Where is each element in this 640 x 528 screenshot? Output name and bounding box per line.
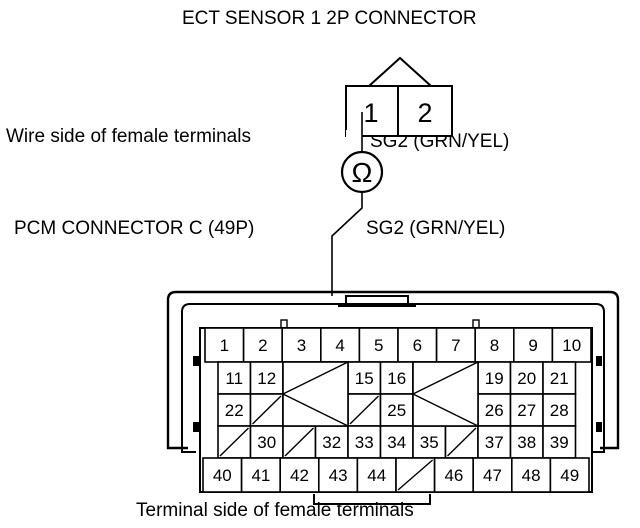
- blank-cavity: [282, 361, 349, 427]
- blank-cavity-diagonal: [282, 361, 349, 395]
- pcm-terminal-40: 40: [213, 466, 232, 485]
- pcm-terminal-27: 27: [517, 401, 536, 420]
- ohm-icon: Ω: [352, 157, 373, 188]
- pcm-terminal-cell: [249, 361, 284, 395]
- pcm-terminal-8: 8: [490, 336, 499, 355]
- pcm-terminal-cell: [317, 457, 359, 493]
- pcm-terminal-cell: [512, 327, 554, 363]
- pcm-terminal-30: 30: [257, 433, 276, 452]
- ohmmeter-symbol: [340, 150, 384, 194]
- pcm-terminal-42: 42: [290, 466, 309, 485]
- sg2-wire-label-bottom: SG2 (GRN/YEL): [366, 218, 505, 239]
- pcm-terminal-cell: [472, 457, 513, 493]
- pcm-terminal-2: 2: [258, 336, 267, 355]
- pcm-terminal-cell: [249, 425, 284, 459]
- pcm-terminal-cell: [551, 327, 592, 363]
- pcm-terminal-cell: [477, 425, 512, 459]
- pcm-terminal-41: 41: [251, 466, 270, 485]
- pcm-terminal-49: 49: [560, 466, 579, 485]
- pcm-terminal-cell: [347, 425, 382, 459]
- pcm-49p-connector: 1234567891011121516171819202122242526272…: [166, 290, 620, 505]
- pcm-terminal-cell: [314, 425, 349, 459]
- pcm-terminal-4: 4: [335, 336, 344, 355]
- empty-terminal-mark: [397, 459, 434, 491]
- pcm-terminal-12: 12: [257, 369, 276, 388]
- pcm-terminal-19: 19: [485, 369, 504, 388]
- pcm-terminal-25: 25: [387, 401, 406, 420]
- pcm-terminal-39: 39: [550, 433, 569, 452]
- pcm-terminal-grid: 1234567891011121516171819202122242526272…: [202, 327, 592, 493]
- blank-cavity-diagonal: [282, 393, 349, 427]
- empty-terminal-mark: [349, 395, 379, 425]
- empty-terminal-mark: [252, 395, 282, 425]
- blank-cavity-diagonal: [412, 361, 479, 395]
- pcm-terminal-35: 35: [420, 433, 439, 452]
- pcm-terminal-5: 5: [374, 336, 383, 355]
- pcm-terminal-cell: [242, 327, 284, 363]
- pcm-terminal-3: 3: [297, 336, 306, 355]
- pcm-terminal-6: 6: [413, 336, 422, 355]
- pcm-terminal-33: 33: [355, 433, 374, 452]
- pcm-terminal-cell: [510, 457, 552, 493]
- pcm-connector-title: PCM CONNECTOR C (49P): [14, 218, 254, 239]
- wire-side-label: Wire side of female terminals: [6, 126, 251, 147]
- pcm-terminal-21: 21: [550, 369, 569, 388]
- pcm-terminal-44: 44: [367, 466, 386, 485]
- ect-connector-title: ECT SENSOR 1 2P CONNECTOR: [182, 8, 477, 29]
- pcm-terminal-cell: [542, 361, 577, 395]
- pcm-terminal-47: 47: [483, 466, 502, 485]
- pcm-terminal-48: 48: [522, 466, 541, 485]
- pcm-terminal-9: 9: [528, 336, 537, 355]
- pcm-terminal-37: 37: [485, 433, 504, 452]
- pcm-terminal-10: 10: [562, 336, 581, 355]
- pcm-terminal-cell: [379, 393, 414, 427]
- empty-terminal-mark: [219, 427, 249, 457]
- pcm-terminal-cell: [549, 457, 590, 493]
- pcm-terminal-46: 46: [444, 466, 463, 485]
- pcm-terminal-cell: [217, 393, 252, 427]
- pcm-terminal-20: 20: [517, 369, 536, 388]
- pcm-terminal-16: 16: [387, 369, 406, 388]
- pcm-terminal-1: 1: [220, 336, 229, 355]
- ohmmeter-probe: Ω: [331, 112, 384, 296]
- pcm-terminal-cell: [204, 327, 245, 363]
- pcm-terminal-11: 11: [225, 369, 243, 388]
- pcm-terminal-28: 28: [550, 401, 569, 420]
- blank-cavity-diagonal: [412, 393, 479, 427]
- pcm-terminal-15: 15: [355, 369, 374, 388]
- pcm-terminal-34: 34: [387, 433, 406, 452]
- empty-terminal-mark: [284, 427, 314, 457]
- pcm-terminal-38: 38: [517, 433, 536, 452]
- pcm-terminal-cell: [279, 457, 320, 493]
- ect-pin-1: 1: [363, 98, 378, 128]
- pcm-terminal-7: 7: [451, 336, 460, 355]
- blank-cavity: [412, 361, 479, 427]
- ect-2p-connector: 1 2: [345, 56, 453, 140]
- pcm-terminal-22: 22: [225, 401, 244, 420]
- pcm-terminal-43: 43: [329, 466, 348, 485]
- pcm-terminal-32: 32: [322, 433, 341, 452]
- empty-terminal-mark: [447, 427, 477, 457]
- pcm-terminal-cell: [509, 393, 544, 427]
- pcm-terminal-cell: [240, 457, 282, 493]
- terminal-side-label: Terminal side of female terminals: [136, 500, 414, 521]
- ect-pin-2: 2: [417, 98, 432, 128]
- pcm-terminal-26: 26: [485, 401, 504, 420]
